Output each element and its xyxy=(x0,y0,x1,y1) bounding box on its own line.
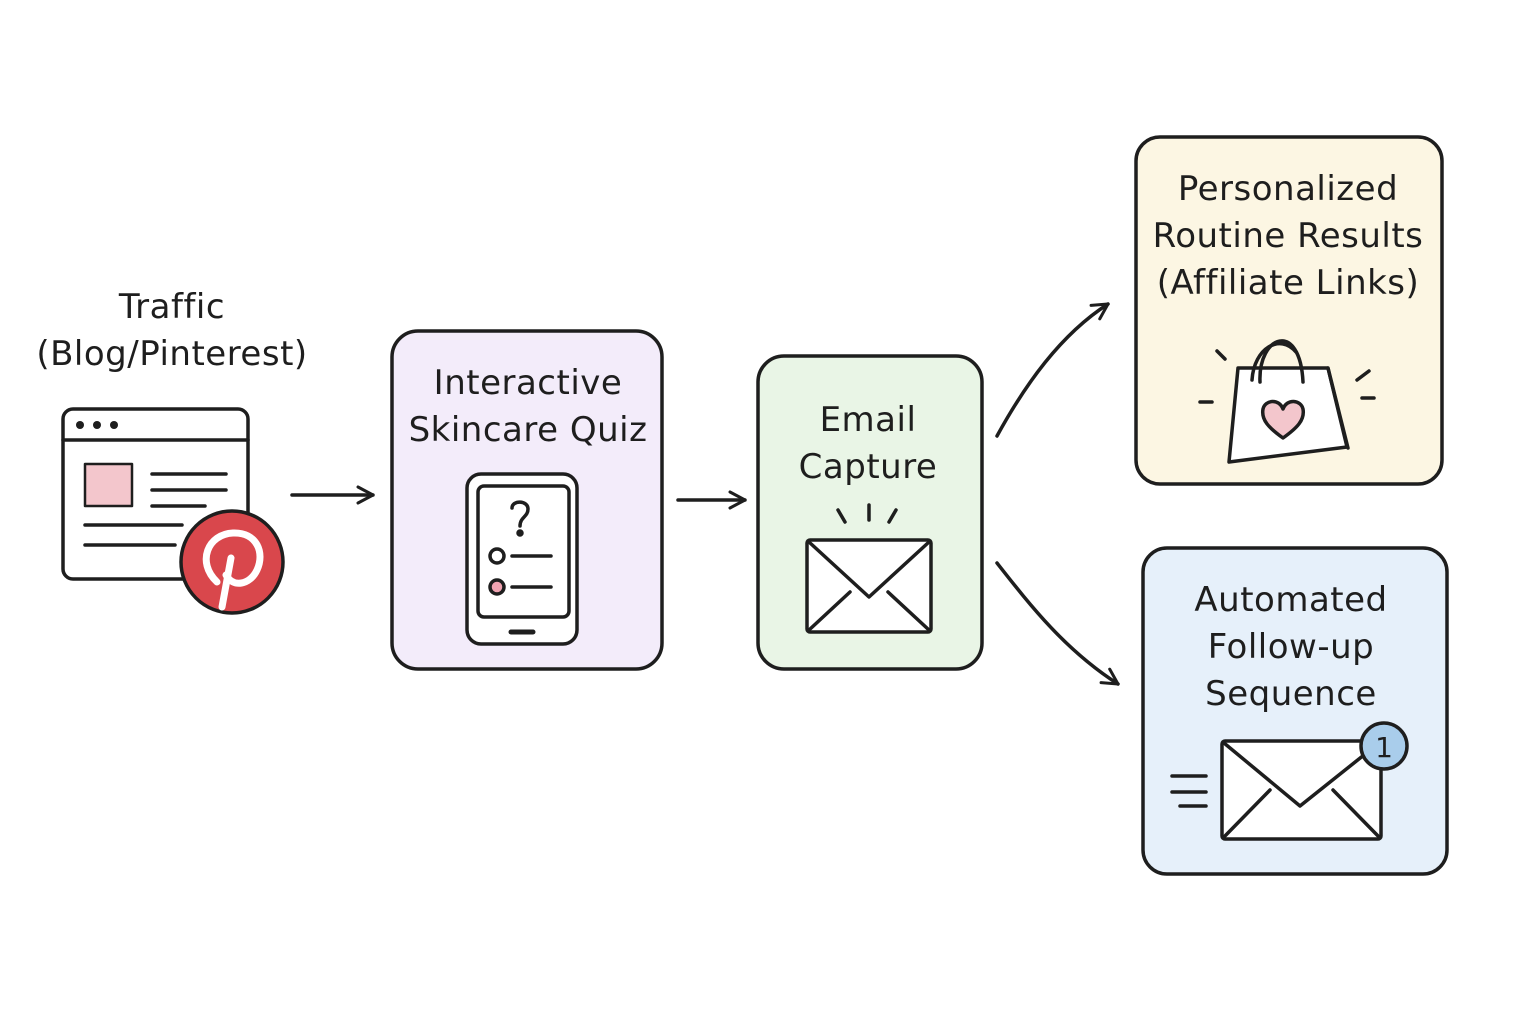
followup-label-line-3: Sequence xyxy=(1205,674,1377,714)
notification-badge xyxy=(1359,721,1409,771)
envelope-notification-icon xyxy=(1170,721,1409,841)
arrow-email-to-results xyxy=(995,302,1110,438)
email-capture-label-line-1: Email xyxy=(819,400,917,440)
traffic-label: Traffic (Blog/Pinterest) xyxy=(36,284,307,378)
quiz-label-line-1: Interactive xyxy=(433,363,623,403)
results-label-line-3: (Affiliate Links) xyxy=(1156,263,1420,303)
traffic-label-line-2: (Blog/Pinterest) xyxy=(36,334,308,374)
pinterest-icon xyxy=(179,509,285,615)
results-label: Personalized Routine Results (Affiliate … xyxy=(1153,166,1424,307)
arrow-email-to-followup xyxy=(995,561,1120,686)
followup-label-line-1: Automated xyxy=(1194,580,1388,620)
email-capture-label: Email Capture xyxy=(799,397,938,491)
envelope-icon xyxy=(805,503,933,634)
results-label-line-1: Personalized xyxy=(1177,169,1399,209)
traffic-label-line-1: Traffic xyxy=(118,287,226,327)
shopping-bag-heart-icon xyxy=(1198,339,1376,464)
followup-label: Automated Follow-up Sequence xyxy=(1194,577,1387,718)
email-capture-label-line-2: Capture xyxy=(798,447,938,487)
followup-label-line-2: Follow-up xyxy=(1207,627,1375,667)
quiz-label-line-2: Skincare Quiz xyxy=(408,410,648,450)
notification-count: 1 xyxy=(1375,731,1393,764)
phone-quiz-icon xyxy=(465,472,579,646)
quiz-label: Interactive Skincare Quiz xyxy=(409,360,648,454)
results-label-line-2: Routine Results xyxy=(1152,216,1424,256)
